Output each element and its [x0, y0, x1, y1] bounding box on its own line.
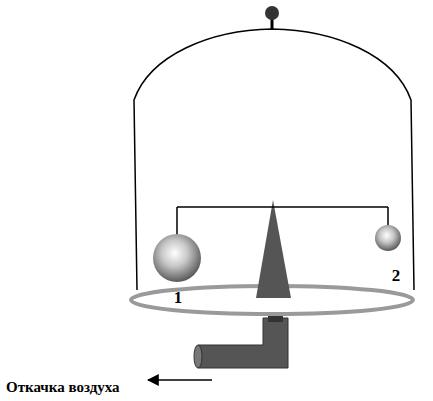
large-sphere — [153, 234, 201, 282]
balance-beam — [177, 207, 388, 235]
balance-stand — [256, 200, 291, 298]
pump-pipe — [194, 312, 288, 368]
caption-label: Откачка воздуха — [6, 380, 120, 395]
jar-knob — [265, 6, 279, 20]
bell-jar — [134, 29, 414, 290]
callout-number: 1 — [174, 289, 183, 306]
small-sphere — [375, 225, 401, 251]
air-flow-arrow — [148, 379, 212, 381]
callout-number: 2 — [392, 267, 401, 284]
